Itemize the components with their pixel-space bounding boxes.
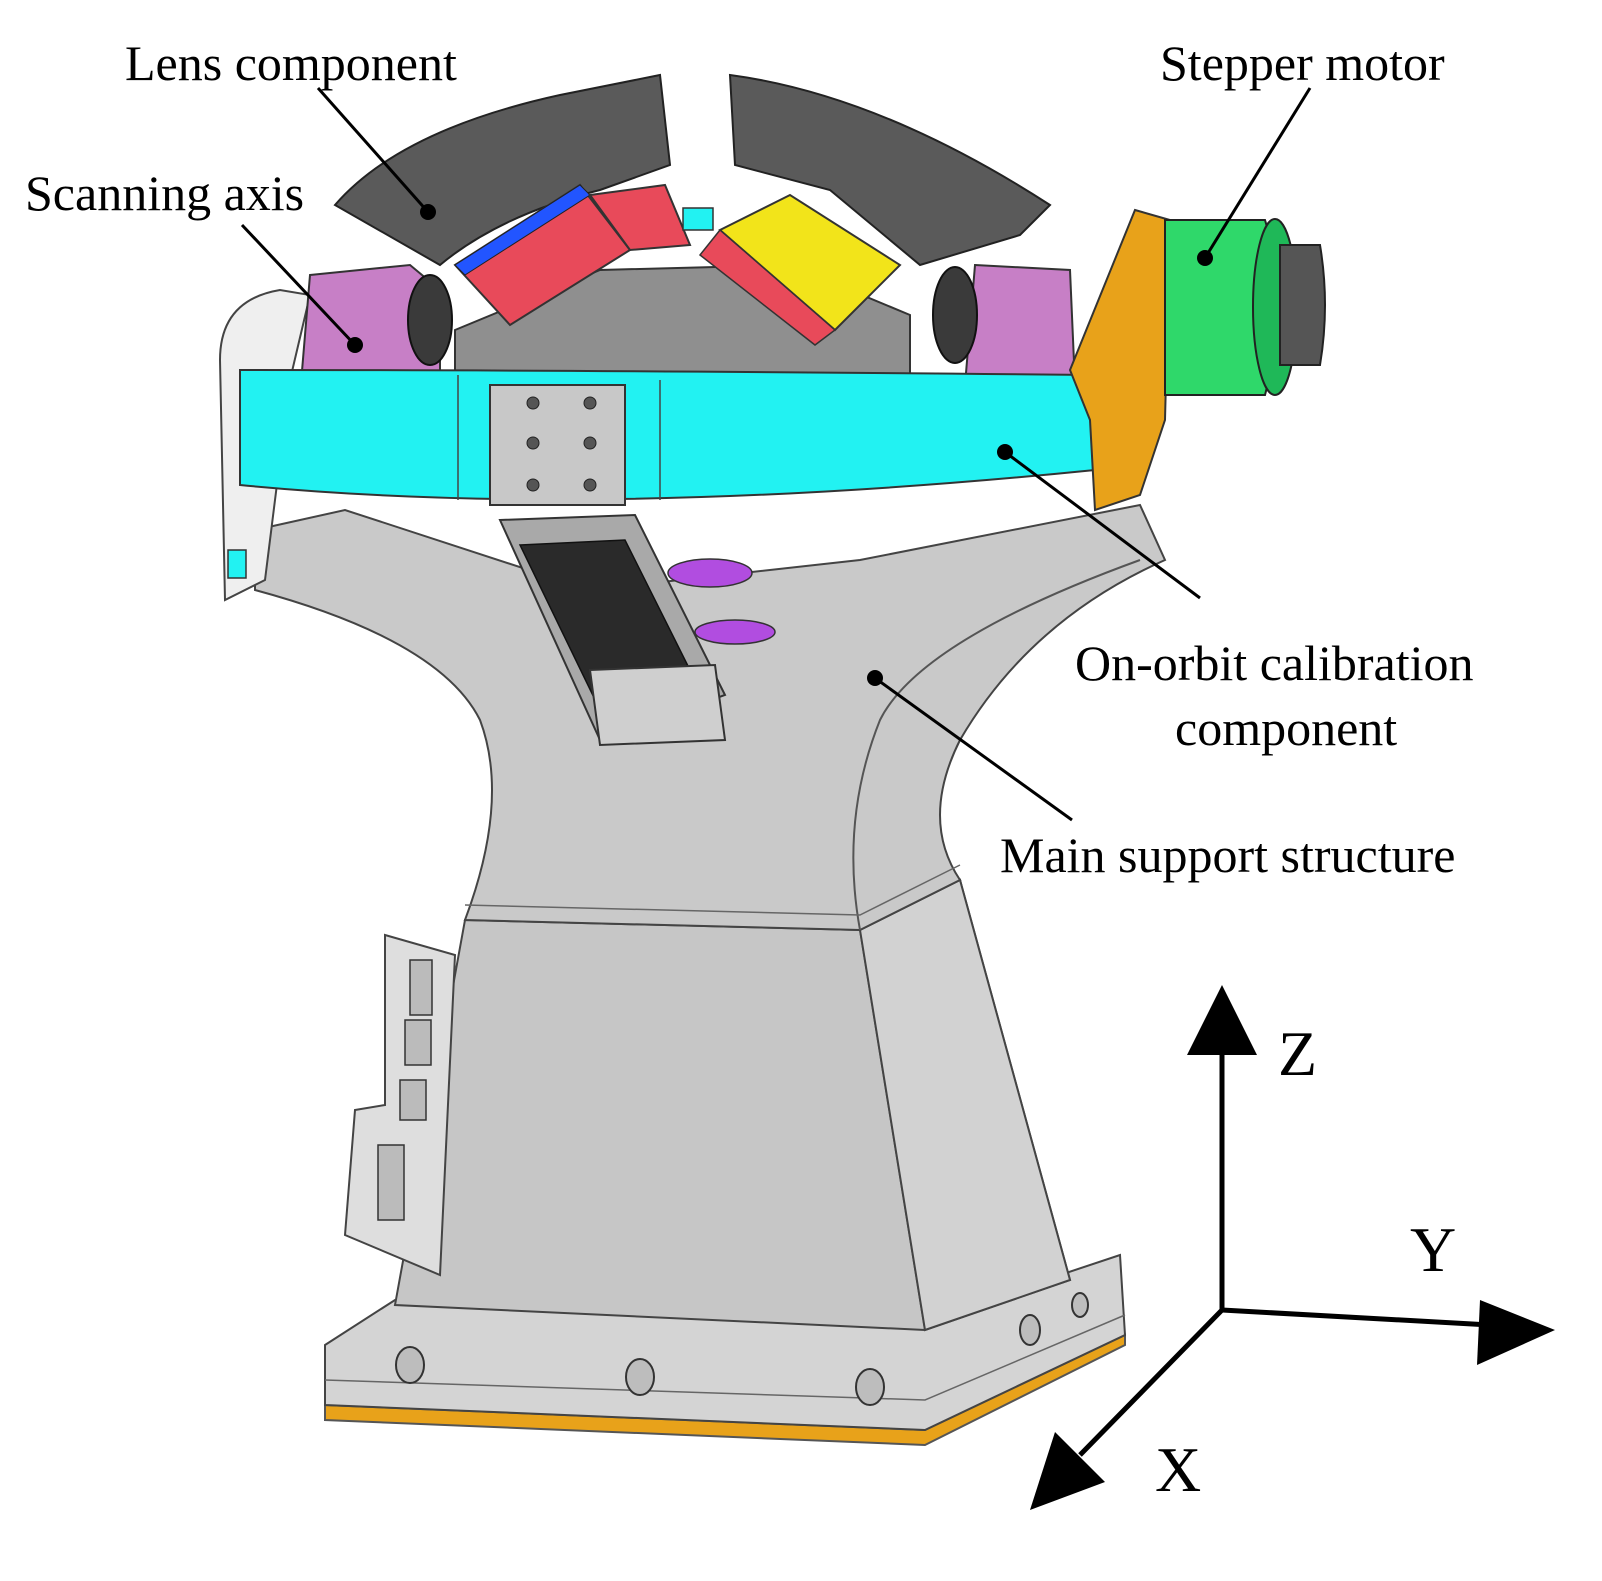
label-main-support: Main support structure: [1000, 827, 1456, 883]
main-support-structure-shape: [254, 503, 1167, 1447]
label-scanning-axis: Scanning axis: [25, 165, 305, 221]
side-cylinder-tab: [227, 549, 247, 579]
label-calibration-line2: component: [1175, 700, 1398, 756]
label-axis-y: Y: [1410, 1214, 1457, 1285]
label-calibration-line1: On-orbit calibration: [1075, 635, 1474, 691]
y-axis-line: [1221, 1307, 1491, 1328]
lens-component-shape: [333, 73, 1052, 386]
leader-lines: [240, 87, 1312, 822]
x-axis-arrowhead: [1030, 1432, 1105, 1510]
scanning-axis-shape: [298, 263, 1077, 402]
label-axis-z: Z: [1278, 1018, 1318, 1089]
z-axis-arrowhead: [1187, 985, 1257, 1055]
coordinate-axes: [1030, 985, 1555, 1510]
stepper-motor-shape: [1068, 208, 1326, 512]
calibration-ring-shape: [239, 368, 1096, 506]
label-stepper-motor: Stepper motor: [1160, 35, 1445, 91]
y-axis-arrowhead: [1477, 1300, 1555, 1365]
x-axis-line: [1078, 1308, 1224, 1457]
leader-dots: [347, 204, 1213, 686]
label-lens-component: Lens component: [125, 35, 457, 91]
label-axis-x: X: [1155, 1434, 1202, 1505]
